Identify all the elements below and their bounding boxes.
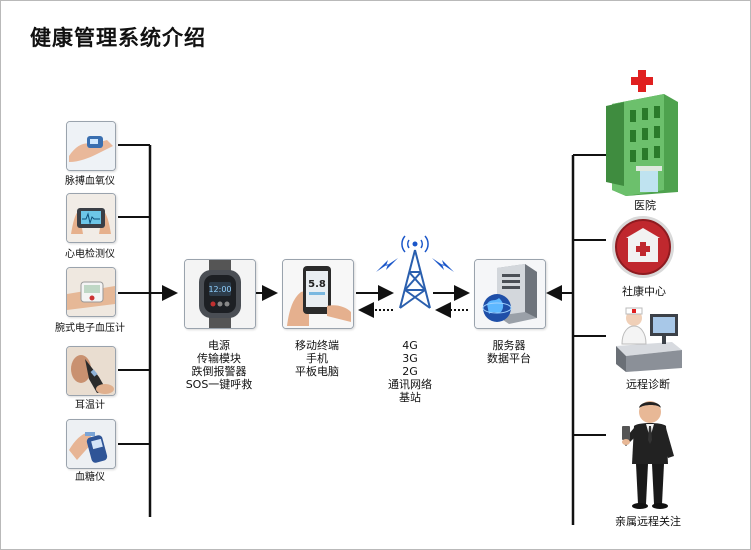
phone-in-hand-icon: 5.8 — [282, 259, 354, 329]
endpoint-label-hospital: 医院 — [634, 199, 656, 212]
watch-description: 电源 传输模块 跌倒报警器 SOS一键呼救 — [166, 339, 272, 391]
health-center-badge-icon — [610, 214, 676, 280]
watch-line-fall-alarm: 跌倒报警器 — [191, 365, 247, 378]
network-line-2g: 2G — [402, 365, 418, 378]
device-label-pulse-oximeter: 脉搏血氧仪 — [65, 176, 115, 187]
relative-with-phone-icon — [616, 398, 678, 512]
endpoint-label-remote-diagnosis: 远程诊断 — [626, 378, 670, 391]
mobile-line-tablet: 平板电脑 — [295, 365, 339, 378]
device-label-ecg-monitor: 心电检测仪 — [65, 249, 115, 260]
page-title: 健康管理系统介绍 — [30, 26, 206, 50]
endpoint-label-health-center: 社康中心 — [622, 285, 666, 298]
endpoint-label-relative: 亲属远程关注 — [615, 515, 681, 528]
device-label-wrist-bp: 腕式电子血压计 — [55, 323, 125, 334]
device-label-glucose-meter: 血糖仪 — [75, 472, 105, 483]
device-label-ear-thermometer: 耳温计 — [75, 400, 105, 411]
signal-bolt-left-icon — [376, 258, 398, 272]
mobile-description: 移动终端 手机 平板电脑 — [276, 339, 358, 378]
smart-watch-icon: 12:00 — [184, 259, 256, 329]
watch-line-sos: SOS一键呼救 — [185, 378, 253, 391]
watch-line-transfer: 传输模块 — [197, 352, 241, 365]
pulse-oximeter-icon — [66, 121, 116, 171]
hospital-building-icon — [604, 66, 688, 196]
mobile-line-terminal: 移动终端 — [295, 339, 339, 352]
remote-diagnosis-icon — [612, 306, 684, 372]
network-description: 4G 3G 2G 通讯网络 基站 — [370, 339, 450, 404]
server-description: 服务器 数据平台 — [466, 339, 552, 365]
signal-bolt-right-icon — [432, 258, 454, 272]
network-line-4g: 4G — [402, 339, 418, 352]
phone-screen-value: 5.8 — [308, 279, 326, 290]
ear-thermometer-icon — [66, 346, 116, 396]
server-line-platform: 数据平台 — [487, 352, 531, 365]
server-globe-icon — [474, 259, 546, 329]
mobile-line-phone: 手机 — [306, 352, 328, 365]
network-line-base-station: 基站 — [399, 391, 421, 404]
network-line-3g: 3G — [402, 352, 418, 365]
wrist-blood-pressure-icon — [66, 267, 116, 317]
svg-text:12:00: 12:00 — [208, 285, 231, 294]
glucose-meter-icon — [66, 419, 116, 469]
signal-tower-icon — [372, 232, 458, 312]
network-line-comm: 通讯网络 — [388, 378, 432, 391]
watch-line-power: 电源 — [208, 339, 230, 352]
server-line-server: 服务器 — [492, 339, 526, 352]
ecg-monitor-icon — [66, 193, 116, 243]
